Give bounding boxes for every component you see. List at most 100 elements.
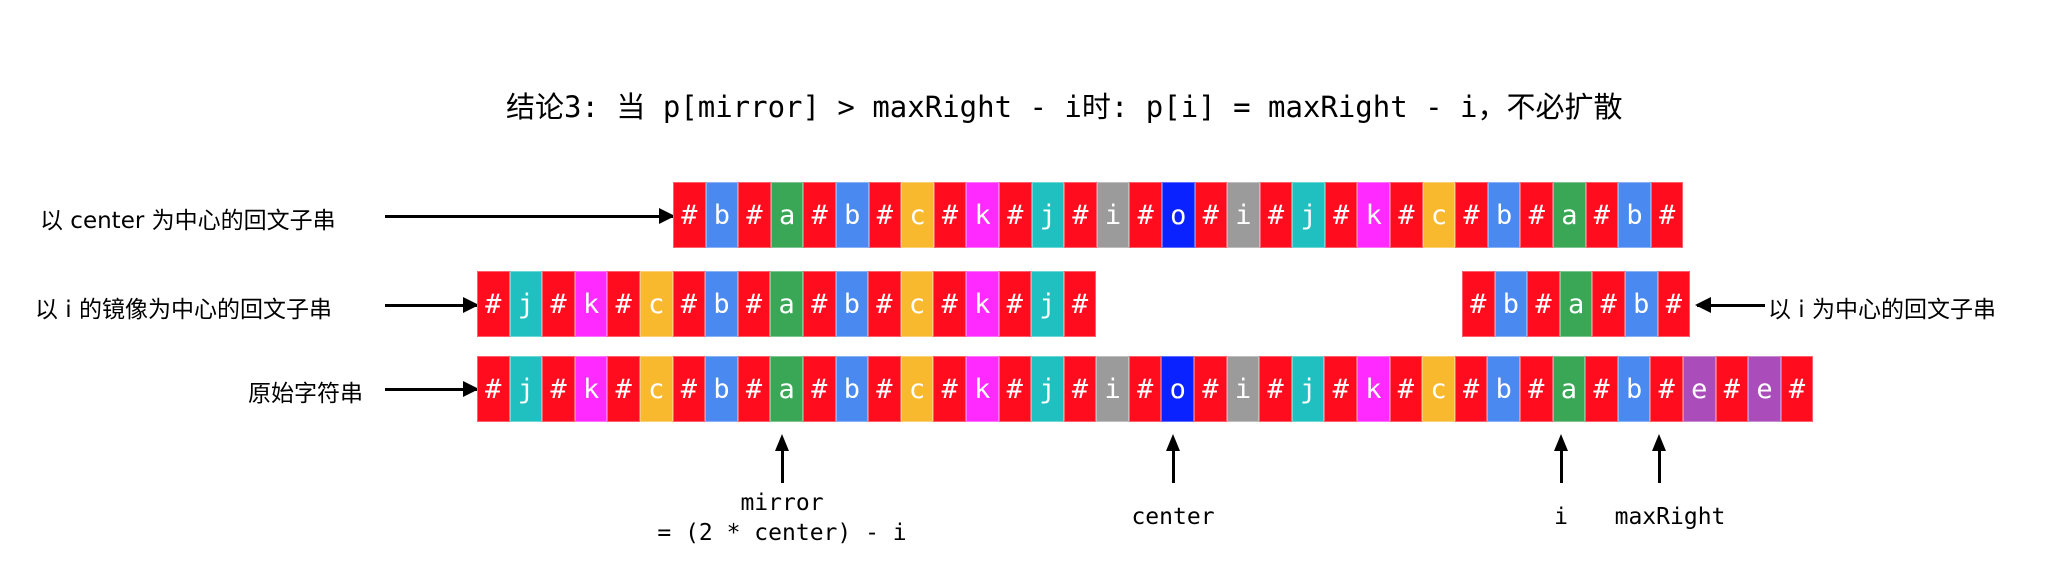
label-original: 原始字符串 bbox=[248, 381, 363, 407]
separator-cell: # bbox=[607, 271, 640, 337]
separator-cell: # bbox=[1650, 182, 1684, 248]
char-cell-k: k bbox=[574, 271, 608, 337]
char-cell-o: o bbox=[1161, 182, 1195, 248]
pointer-center-label: center bbox=[1131, 504, 1215, 530]
char-cell-c: c bbox=[900, 356, 934, 422]
label-center-palindrome: 以 center 为中心的回文子串 bbox=[40, 208, 336, 234]
row-center-palindrome: #b#a#b#c#k#j#i#o#i#j#k#c#b#a#b# bbox=[673, 182, 1684, 248]
pointer-maxright-label: maxRight bbox=[1614, 504, 1726, 530]
label-mirror-palindrome: 以 i 的镜像为中心的回文子串 bbox=[35, 297, 333, 323]
arrow-up-icon bbox=[1554, 434, 1568, 483]
separator-cell: # bbox=[1129, 182, 1162, 248]
separator-cell: # bbox=[1715, 356, 1749, 422]
separator-cell: # bbox=[672, 271, 706, 337]
char-cell-j: j bbox=[1031, 182, 1065, 248]
char-cell-k: k bbox=[1357, 356, 1390, 422]
char-cell-b: b bbox=[1617, 356, 1651, 422]
separator-cell: # bbox=[1592, 271, 1625, 337]
separator-cell: # bbox=[1128, 356, 1162, 422]
separator-cell: # bbox=[1194, 356, 1227, 422]
separator-cell: # bbox=[738, 182, 771, 248]
char-cell-k: k bbox=[966, 182, 999, 248]
separator-cell: # bbox=[868, 182, 902, 248]
char-cell-i: i bbox=[1096, 182, 1130, 248]
char-cell-e: e bbox=[1682, 356, 1716, 422]
pointer-mirror-formula: = (2 * center) - i bbox=[657, 520, 907, 546]
label-i-palindrome: 以 i 为中心的回文子串 bbox=[1768, 297, 1997, 323]
arrow-right-icon bbox=[385, 381, 479, 397]
char-cell-i: i bbox=[1227, 182, 1260, 248]
separator-cell: # bbox=[477, 271, 510, 337]
separator-cell: # bbox=[803, 182, 836, 248]
char-cell-b: b bbox=[705, 356, 738, 422]
char-cell-b: b bbox=[835, 182, 869, 248]
row-original-string: #j#k#c#b#a#b#c#k#j#i#o#i#j#k#c#b#a#b#e#e… bbox=[477, 356, 1814, 422]
char-cell-c: c bbox=[1422, 356, 1455, 422]
separator-cell: # bbox=[1520, 356, 1553, 422]
char-cell-b: b bbox=[705, 182, 739, 248]
char-cell-k: k bbox=[1357, 182, 1391, 248]
char-cell-a: a bbox=[1553, 182, 1586, 248]
separator-cell: # bbox=[737, 271, 771, 337]
char-cell-a: a bbox=[770, 356, 803, 422]
separator-cell: # bbox=[998, 356, 1032, 422]
char-cell-b: b bbox=[835, 356, 869, 422]
separator-cell: # bbox=[672, 356, 706, 422]
char-cell-a: a bbox=[1552, 356, 1586, 422]
char-cell-a: a bbox=[770, 182, 804, 248]
char-cell-b: b bbox=[1487, 182, 1521, 248]
diagram-title: 结论3: 当 p[mirror] > maxRight - i时: p[i] =… bbox=[506, 90, 1623, 124]
arrow-right-icon bbox=[385, 297, 479, 313]
char-cell-e: e bbox=[1748, 356, 1781, 422]
separator-cell: # bbox=[1650, 356, 1683, 422]
arrow-right-icon bbox=[385, 208, 675, 224]
separator-cell: # bbox=[1585, 182, 1619, 248]
separator-cell: # bbox=[998, 271, 1032, 337]
separator-cell: # bbox=[1527, 271, 1560, 337]
separator-cell: # bbox=[933, 182, 967, 248]
separator-cell: # bbox=[1063, 271, 1097, 337]
char-cell-c: c bbox=[1422, 182, 1456, 248]
char-cell-b: b bbox=[1624, 271, 1658, 337]
separator-cell: # bbox=[933, 271, 966, 337]
char-cell-a: a bbox=[1559, 271, 1593, 337]
separator-cell: # bbox=[1324, 356, 1358, 422]
row-mirror-palindrome: #j#k#c#b#a#b#c#k#j# bbox=[477, 271, 1097, 337]
char-cell-j: j bbox=[1292, 182, 1325, 248]
arrow-up-icon bbox=[1652, 434, 1666, 483]
separator-cell: # bbox=[1064, 182, 1097, 248]
pointer-mirror-label: mirror bbox=[740, 490, 824, 516]
arrow-up-icon bbox=[775, 434, 789, 483]
separator-cell: # bbox=[1462, 271, 1495, 337]
separator-cell: # bbox=[542, 356, 575, 422]
separator-cell: # bbox=[607, 356, 640, 422]
char-cell-i: i bbox=[1096, 356, 1129, 422]
separator-cell: # bbox=[1390, 182, 1423, 248]
separator-cell: # bbox=[1324, 182, 1358, 248]
row-i-palindrome: #b#a#b# bbox=[1462, 271, 1691, 337]
separator-cell: # bbox=[1194, 182, 1228, 248]
pointer-i-label: i bbox=[1554, 504, 1568, 530]
separator-cell: # bbox=[1520, 182, 1554, 248]
char-cell-b: b bbox=[835, 271, 869, 337]
separator-cell: # bbox=[673, 182, 706, 248]
separator-cell: # bbox=[868, 271, 901, 337]
char-cell-b: b bbox=[1494, 271, 1528, 337]
separator-cell: # bbox=[802, 356, 836, 422]
separator-cell: # bbox=[1259, 356, 1292, 422]
separator-cell: # bbox=[802, 271, 836, 337]
char-cell-k: k bbox=[965, 271, 999, 337]
char-cell-c: c bbox=[901, 182, 934, 248]
char-cell-k: k bbox=[574, 356, 608, 422]
char-cell-k: k bbox=[965, 356, 999, 422]
char-cell-o: o bbox=[1161, 356, 1195, 422]
separator-cell: # bbox=[1585, 356, 1618, 422]
separator-cell: # bbox=[998, 182, 1032, 248]
char-cell-a: a bbox=[770, 271, 803, 337]
char-cell-b: b bbox=[1487, 356, 1520, 422]
arrow-up-icon bbox=[1166, 434, 1180, 483]
separator-cell: # bbox=[1259, 182, 1293, 248]
char-cell-c: c bbox=[639, 356, 673, 422]
separator-cell: # bbox=[1063, 356, 1097, 422]
char-cell-j: j bbox=[1031, 271, 1064, 337]
